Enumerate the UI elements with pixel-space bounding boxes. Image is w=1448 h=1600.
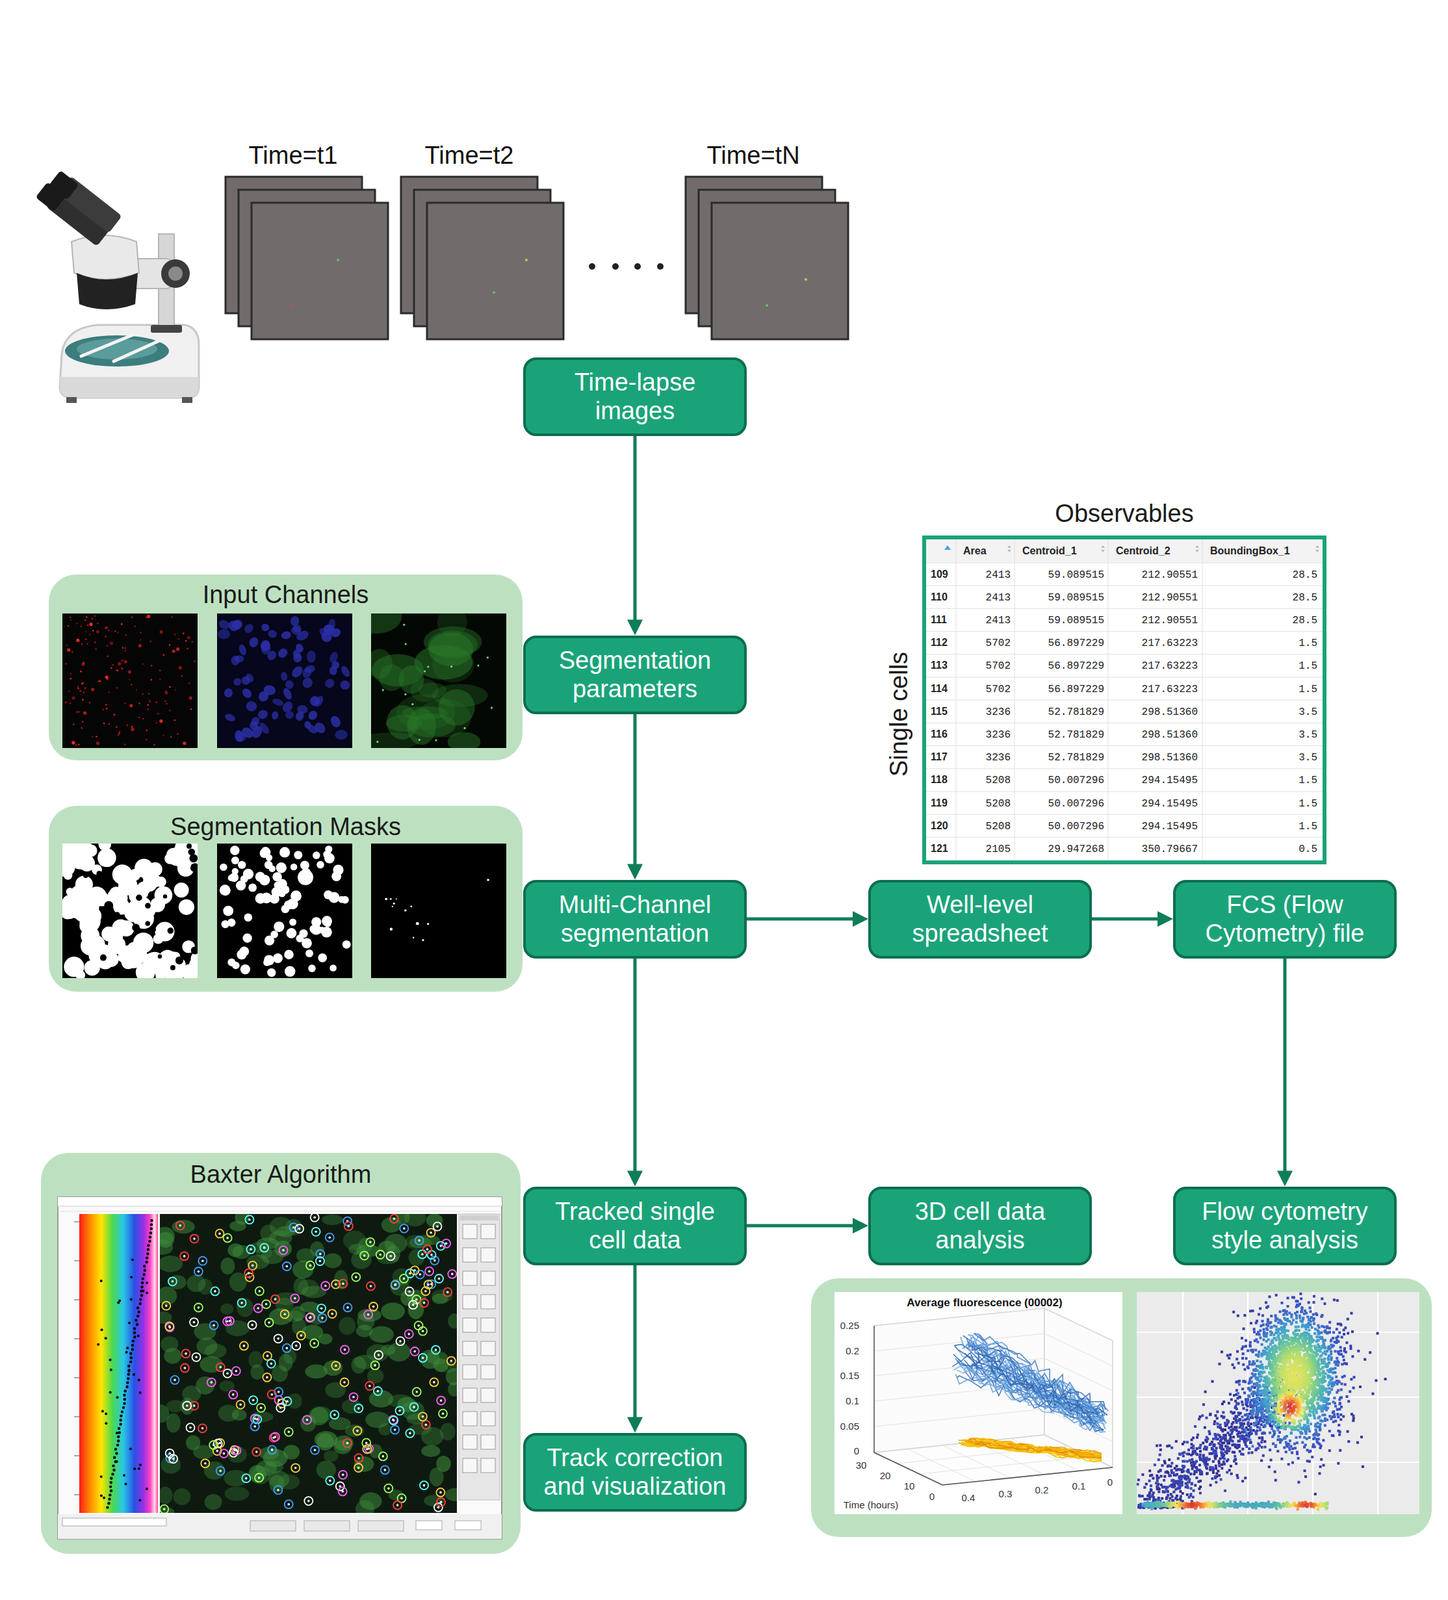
process-box: Flow cytometry style analysis — [1173, 1186, 1397, 1266]
box-label: FCS (Flow Cytometry) file — [1188, 890, 1382, 948]
process-box: FCS (Flow Cytometry) file — [1173, 879, 1397, 959]
box-label: 3D cell data analysis — [883, 1197, 1077, 1255]
process-box: 3D cell data analysis — [868, 1186, 1092, 1266]
process-box: Well-level spreadsheet — [868, 879, 1092, 959]
box-label: Flow cytometry style analysis — [1188, 1197, 1382, 1255]
box-label: Multi-Channel segmentation — [538, 890, 732, 948]
process-box: Segmentation parameters — [523, 635, 747, 715]
box-label: Tracked single cell data — [538, 1197, 732, 1255]
box-label: Segmentation parameters — [538, 646, 732, 704]
box-label: Time-lapse images — [538, 367, 732, 426]
box-label: Track correction and visualization — [538, 1443, 732, 1501]
process-box: Multi-Channel segmentation — [523, 879, 747, 959]
process-box: Track correction and visualization — [523, 1433, 747, 1512]
process-box: Time-lapse images — [523, 357, 747, 437]
process-box: Tracked single cell data — [523, 1186, 747, 1266]
box-label: Well-level spreadsheet — [883, 890, 1077, 948]
